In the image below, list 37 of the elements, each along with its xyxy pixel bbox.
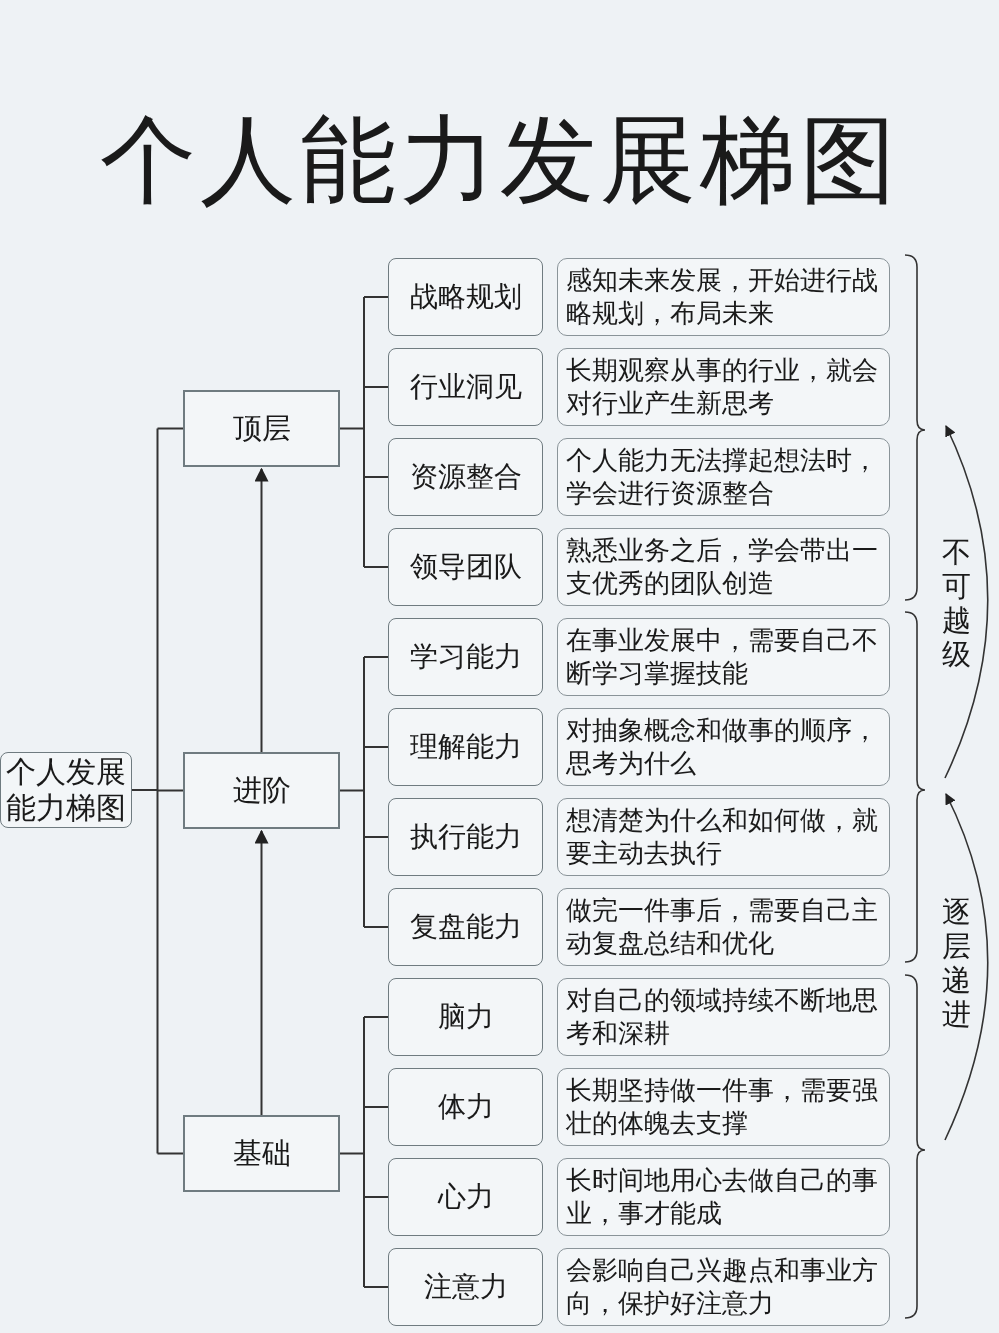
description-box: 感知未来发展，开始进行战略规划，布局未来 <box>557 258 890 336</box>
brace-connector <box>339 1016 389 1288</box>
skill-box: 学习能力 <box>388 618 543 696</box>
skill-box: 体力 <box>388 1068 543 1146</box>
skill-box: 复盘能力 <box>388 888 543 966</box>
brace-connector <box>339 656 389 928</box>
skill-box: 理解能力 <box>388 708 543 786</box>
skill-box: 资源整合 <box>388 438 543 516</box>
level-box: 顶层 <box>183 390 340 467</box>
description-box: 长期坚持做一件事，需要强壮的体魄去支撑 <box>557 1068 890 1146</box>
skill-box: 心力 <box>388 1158 543 1236</box>
level-box: 进阶 <box>183 752 340 829</box>
description-box: 对抽象概念和做事的顺序，思考为什么 <box>557 708 890 786</box>
title: 个人能力发展梯图 <box>98 103 901 218</box>
side-label: 不可越级 <box>940 535 972 671</box>
skill-box: 执行能力 <box>388 798 543 876</box>
description-box: 对自己的领域持续不断地思考和深耕 <box>557 978 890 1056</box>
skill-box: 脑力 <box>388 978 543 1056</box>
arrow <box>254 829 269 1116</box>
level-box: 基础 <box>183 1115 340 1192</box>
brace-connector <box>339 296 389 568</box>
description-box: 在事业发展中，需要自己不断学习掌握技能 <box>557 618 890 696</box>
skill-box: 注意力 <box>388 1248 543 1326</box>
arrow <box>254 467 269 753</box>
description-box: 想清楚为什么和如何做，就要主动去执行 <box>557 798 890 876</box>
skill-box: 行业洞见 <box>388 348 543 426</box>
description-box: 会影响自己兴趣点和事业方向，保护好注意力 <box>557 1248 890 1326</box>
description-box: 做完一件事后，需要自己主动复盘总结和优化 <box>557 888 890 966</box>
description-box: 长时间地用心去做自己的事业，事才能成 <box>557 1158 890 1236</box>
skill-box: 战略规划 <box>388 258 543 336</box>
brace-connector <box>131 427 184 1155</box>
topic-box: 个人发展能力梯图 <box>0 752 132 828</box>
skill-box: 领导团队 <box>388 528 543 606</box>
description-box: 长期观察从事的行业，就会对行业产生新思考 <box>557 348 890 426</box>
description-box: 个人能力无法撑起想法时，学会进行资源整合 <box>557 438 890 516</box>
description-box: 熟悉业务之后，学会带出一支优秀的团队创造 <box>557 528 890 606</box>
side-label: 逐层递进 <box>940 895 972 1031</box>
